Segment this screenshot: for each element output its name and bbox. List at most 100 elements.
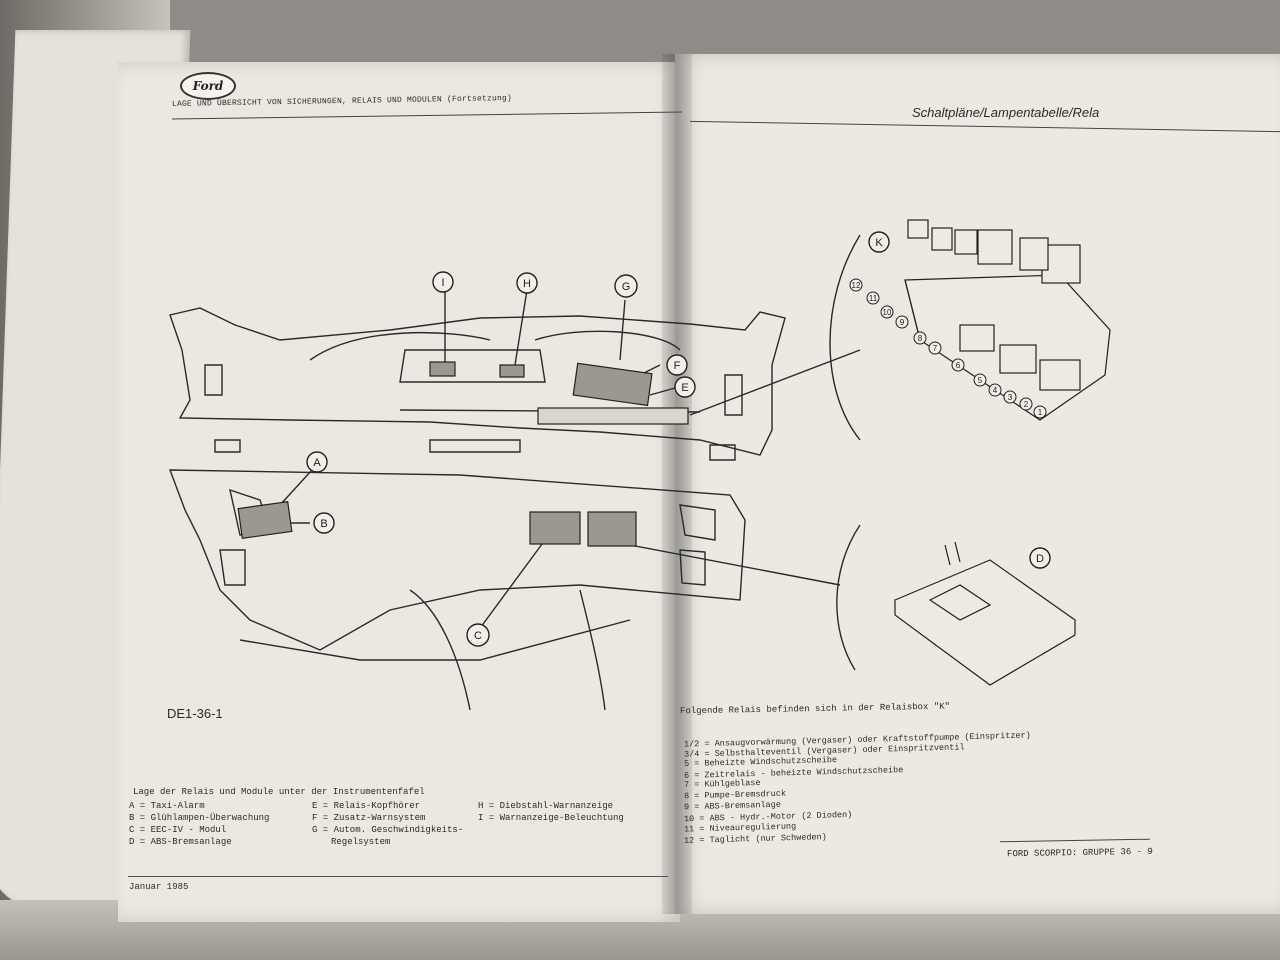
callout-E-circle xyxy=(674,376,696,398)
left-vent xyxy=(214,439,241,453)
callout-A: A xyxy=(313,457,321,469)
callout-G: G xyxy=(622,281,631,293)
callout-D: D xyxy=(1036,553,1044,565)
abs-module-side xyxy=(894,600,1076,686)
relay-num-12: 12 xyxy=(852,281,861,290)
relay-slot-3 xyxy=(959,324,995,352)
relay-2 xyxy=(1019,237,1049,271)
leader-G xyxy=(619,299,626,361)
relay-num-3-circle xyxy=(1003,390,1017,404)
right-page xyxy=(675,54,1280,914)
relay-6 xyxy=(907,219,929,239)
callout-D-circle xyxy=(1029,547,1051,569)
center-vent xyxy=(429,439,521,453)
legend-item-G-cont: Regelsystem xyxy=(331,837,391,847)
callout-C-circle xyxy=(466,623,490,647)
relay-num-10: 10 xyxy=(883,308,892,317)
abs-wires xyxy=(944,541,961,566)
module-I xyxy=(429,361,456,377)
left-page xyxy=(118,62,680,922)
relay-num-3: 3 xyxy=(1008,393,1013,402)
legend-item-G: G = Autom. Geschwindigkeits- xyxy=(312,825,464,835)
legend-item-C: C = EEC-IV - Modul xyxy=(129,825,227,835)
relay-num-2-circle xyxy=(1019,397,1033,411)
module-E-F xyxy=(572,362,653,407)
relay-num-10-circle xyxy=(880,305,894,319)
leader-H xyxy=(514,289,528,366)
relay-num-6: 6 xyxy=(956,361,961,370)
footer-date: Januar 1985 xyxy=(129,882,189,892)
callout-B: B xyxy=(320,518,327,530)
console-line-1 xyxy=(409,589,471,710)
leader-A xyxy=(279,469,313,506)
callout-I: I xyxy=(441,277,444,289)
callout-G-circle xyxy=(614,274,638,298)
abs-module-detail xyxy=(928,584,992,621)
legend-item-B: B = Glühlampen-Überwachung xyxy=(129,813,270,823)
logo-text: Ford xyxy=(192,79,224,93)
legend-item-A: A = Taxi-Alarm xyxy=(129,801,205,811)
callout-C: C xyxy=(474,630,482,642)
leader-D xyxy=(629,544,841,586)
module-H xyxy=(499,364,525,378)
relay-3 xyxy=(977,229,1013,265)
relay-num-9: 9 xyxy=(900,318,905,327)
legend-item-E: E = Relais-Kopfhörer xyxy=(312,801,421,811)
footer-rule-left xyxy=(128,876,668,877)
legend-title: Lage der Relais und Module unter der Ins… xyxy=(133,787,425,797)
book-spine xyxy=(662,54,692,914)
relay-num-8: 8 xyxy=(918,334,923,343)
callout-B-circle xyxy=(313,512,335,534)
leader-E xyxy=(649,387,676,396)
zoom-arc-D xyxy=(836,524,861,671)
relay-box-K-small xyxy=(537,407,689,425)
relay-box-edge xyxy=(904,279,921,341)
floor-line xyxy=(239,619,631,661)
zoom-arc-K xyxy=(829,234,861,441)
callout-K: K xyxy=(875,237,883,249)
relay-num-11-circle xyxy=(866,291,880,305)
relay-slot-1 xyxy=(1039,359,1081,391)
relay-num-2: 2 xyxy=(1024,400,1029,409)
callout-F: F xyxy=(674,360,681,372)
leader-K xyxy=(689,349,861,416)
callout-H: H xyxy=(523,278,531,290)
lower-dash-outline xyxy=(168,469,746,651)
callout-A-circle xyxy=(306,451,328,473)
callout-H-circle xyxy=(516,272,538,294)
dashboard-diagram: I H G F E A B C K D 1 2 3 4 5 6 7 8 9 10… xyxy=(168,219,1111,710)
right-vent xyxy=(709,444,736,461)
dash-line-1 xyxy=(309,331,491,361)
legend-item-D: D = ABS-Bremsanlage xyxy=(129,837,232,847)
relay-num-12-circle xyxy=(849,278,863,292)
figure-code: DE1-36-1 xyxy=(167,706,223,721)
callout-E: E xyxy=(681,382,688,394)
leader-C xyxy=(474,539,546,636)
legend-item-I: I = Warnanzeige-Beleuchtung xyxy=(478,813,624,823)
relay-num-7-circle xyxy=(928,341,942,355)
relay-num-1: 1 xyxy=(1038,408,1043,417)
module-A-B xyxy=(237,500,293,540)
relay-num-5: 5 xyxy=(978,376,983,385)
relay-num-1-circle xyxy=(1033,405,1047,419)
radio-cavity xyxy=(399,349,546,383)
dashboard-outline xyxy=(169,307,786,456)
relay-4 xyxy=(954,229,978,255)
right-speaker xyxy=(724,374,743,416)
ford-logo: Ford xyxy=(180,72,236,100)
relay-5 xyxy=(931,227,953,251)
left-lower-vent xyxy=(219,549,246,586)
relay-num-5-circle xyxy=(973,373,987,387)
relais-item-7: 7 = Kühlgeblase xyxy=(683,778,761,790)
console-line-2 xyxy=(579,589,606,710)
relay-num-6-circle xyxy=(951,358,965,372)
relay-slot-2 xyxy=(999,344,1037,374)
relay-num-7: 7 xyxy=(933,344,938,353)
right-lower-vent xyxy=(679,549,706,586)
relay-num-4: 4 xyxy=(993,386,998,395)
module-C-2 xyxy=(587,511,637,547)
relay-num-11: 11 xyxy=(869,294,878,303)
page-title-right: Schaltpläne/Lampentabelle/Rela xyxy=(912,105,1100,120)
callout-K-circle xyxy=(868,231,890,253)
relay-num-9-circle xyxy=(895,315,909,329)
